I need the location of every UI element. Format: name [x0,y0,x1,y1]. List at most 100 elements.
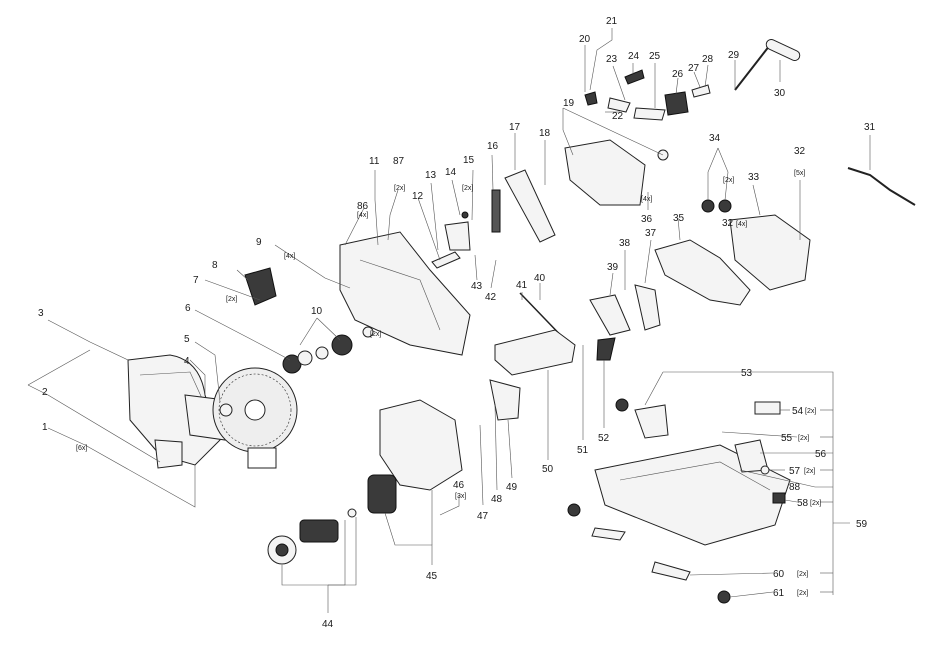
callout-60: 60 [773,569,785,580]
callout-32b: 32 [722,218,734,229]
callout-34-qty: [2x] [723,177,734,184]
callout-57-qty: [2x] [804,468,815,475]
callout-4: 4 [184,356,190,367]
callout-23: 23 [606,54,618,65]
callout-8: 8 [212,260,218,271]
callout-32a-qty: [5x] [794,170,805,177]
leader-lines [27,28,871,613]
callout-12: 12 [412,191,424,202]
callout-15-qty: [2x] [462,185,473,192]
callout-61-qty: [2x] [797,590,808,597]
callout-51: 51 [577,445,589,456]
callout-86: 86 [357,201,369,212]
callout-7-qty: [2x] [226,296,237,303]
callout-9: 9 [256,237,262,248]
callout-29: 29 [728,50,740,61]
callout-18: 18 [539,128,551,139]
callout-87-qty: [2x] [394,185,405,192]
callout-6: 6 [185,303,191,314]
callout-55-qty: [2x] [798,435,809,442]
callout-19: 19 [563,98,575,109]
callout-87: 87 [393,156,405,167]
field-coil-part [367,474,397,514]
callout-5: 5 [184,334,190,345]
callout-labels: 1 [6x] 2 3 4 5 6 7 [2x] 8 9 [4x] 10 [2x]… [38,16,876,630]
callout-13: 13 [425,170,437,181]
motor-cover-part [564,139,646,206]
callout-31: 31 [864,122,876,133]
callout-2: 2 [42,387,48,398]
callout-35: 35 [673,213,685,224]
callout-30: 30 [774,88,786,99]
callout-32a: 32 [794,146,806,157]
part-drawings [127,39,916,604]
callout-58: 58 [797,498,809,509]
callout-39: 39 [607,262,619,273]
callout-10-qty: [2x] [370,331,381,338]
callout-50: 50 [542,464,554,475]
callout-16: 16 [487,141,499,152]
handle-right-part [729,214,811,291]
callout-14: 14 [445,167,457,178]
saw-blade-part [212,367,298,453]
callout-34: 34 [709,133,721,144]
flange-part [219,403,233,417]
callout-36: 36 [641,214,653,225]
callout-54: 54 [792,406,804,417]
callout-48: 48 [491,494,503,505]
callout-47: 47 [477,511,489,522]
callout-56: 56 [815,449,827,460]
callout-33: 33 [748,172,760,183]
callout-45: 45 [426,571,438,582]
callout-41: 41 [516,280,528,291]
callout-36-qty: [4x] [641,196,652,203]
callout-24: 24 [628,51,640,62]
cable-sleeve-part [765,39,801,61]
callout-60-qty: [2x] [797,571,808,578]
callout-32b-qty: [4x] [736,221,747,228]
callout-53: 53 [741,368,753,379]
callout-9-qty: [4x] [284,253,295,260]
callout-27: 27 [688,63,700,74]
callout-1: 1 [42,422,48,433]
callout-26: 26 [672,69,684,80]
blade-package-part [247,447,277,469]
callout-20: 20 [579,34,591,45]
callout-86-qty: [4x] [357,212,368,219]
callout-46-qty: [3x] [455,493,466,500]
callout-25: 25 [649,51,661,62]
callout-40: 40 [534,273,546,284]
callout-46: 46 [453,480,465,491]
callout-37: 37 [645,228,657,239]
callout-43: 43 [471,281,483,292]
blade-guard-part [127,354,221,466]
riving-knife-part [154,439,183,469]
callout-42: 42 [485,292,497,303]
armature-part [267,508,357,565]
spring-part [491,189,501,233]
bearing-housing-part [244,267,277,306]
callout-52: 52 [598,433,610,444]
callout-1-qty: [6x] [76,445,87,452]
callout-7: 7 [193,275,199,286]
callout-59: 59 [856,519,868,530]
callout-88: 88 [789,482,801,493]
callout-49: 49 [506,482,518,493]
callout-17: 17 [509,122,521,133]
callout-55: 55 [781,433,793,444]
handle-left-part [654,239,751,306]
callout-11: 11 [369,156,380,167]
depth-rail-part [504,169,556,243]
callout-38: 38 [619,238,631,249]
callout-58-qty: [2x] [810,500,821,507]
motor-housing-part [379,399,463,491]
callout-10: 10 [311,306,323,317]
callout-15: 15 [463,155,475,166]
callout-28: 28 [702,54,714,65]
callout-57: 57 [789,466,801,477]
callout-21: 21 [606,16,618,27]
callout-61: 61 [773,588,785,599]
electronics-module-part [494,329,576,376]
power-cord-part [847,167,916,206]
